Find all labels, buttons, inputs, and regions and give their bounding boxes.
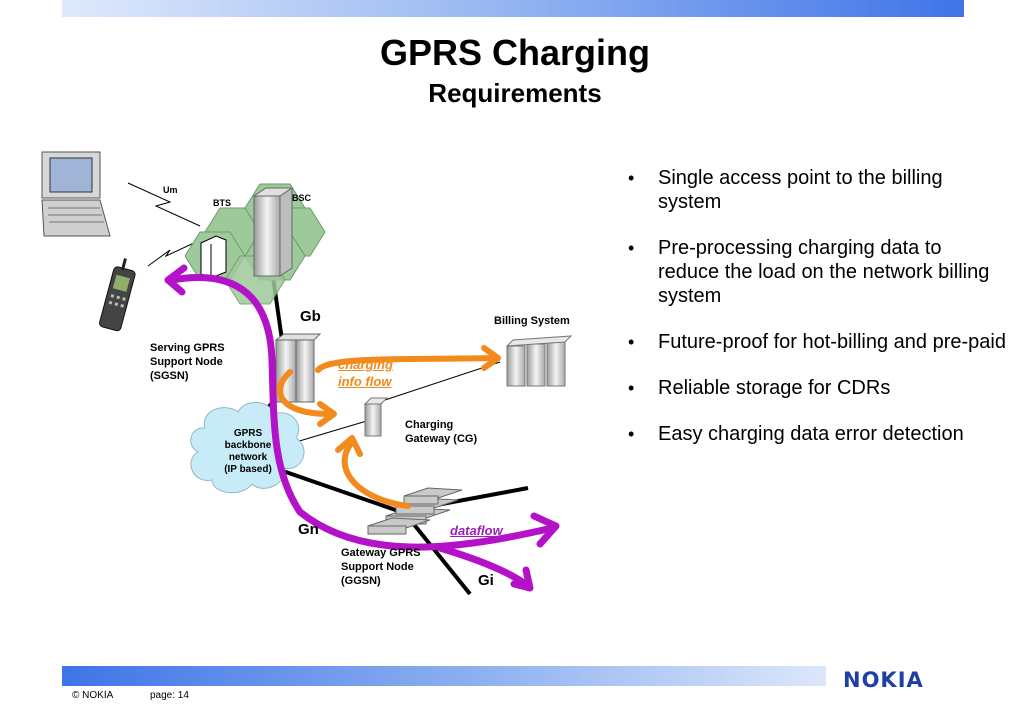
bullet-item: Future-proof for hot-billing and pre-pai…	[626, 330, 1006, 354]
cg-billing-link	[384, 361, 501, 401]
slide-subtitle: Requirements	[428, 78, 602, 108]
charging-flow-arrows	[277, 345, 501, 509]
gb-interface-label: Gb	[300, 308, 321, 325]
bottom-gradient-bar	[62, 666, 826, 686]
bsc-server-icon	[252, 187, 294, 277]
sgsn-cg-link	[295, 419, 371, 443]
um-label: Um	[163, 185, 178, 195]
copyright-text: © NOKIA	[72, 690, 114, 701]
mobile-phone-icon	[99, 258, 136, 332]
page-number: page: 14	[150, 690, 189, 701]
nokia-logo: NOKIA	[843, 668, 924, 692]
billing-system-label: Billing System	[494, 315, 570, 327]
slide-title: GPRS Charging	[379, 32, 651, 73]
bullet-item: Easy charging data error detection	[626, 422, 1006, 446]
laptop-icon	[41, 151, 111, 237]
bsc-label: BSC	[292, 193, 312, 203]
radio-link-phone	[147, 241, 197, 267]
bullet-item: Reliable storage for CDRs	[626, 376, 1006, 400]
bullet-item: Pre-processing charging data to reduce t…	[626, 236, 1006, 308]
charging-gateway-icon	[363, 397, 389, 437]
top-gradient-bar	[62, 0, 964, 17]
bts-label: BTS	[213, 198, 231, 208]
gprs-charging-diagram	[41, 151, 573, 596]
bullet-item: Single access point to the billing syste…	[626, 166, 1006, 214]
gn-interface-label: Gn	[298, 521, 319, 538]
data-flow-arrow	[164, 264, 560, 592]
radio-link-um	[127, 182, 201, 227]
dataflow-label: dataflow	[450, 523, 503, 538]
billing-server-icon	[505, 335, 573, 387]
requirements-list: Single access point to the billing syste…	[626, 166, 1006, 468]
gi-interface-label: Gi	[478, 572, 494, 589]
bts-icon	[200, 235, 227, 279]
ggsn-router-icon	[367, 487, 463, 535]
